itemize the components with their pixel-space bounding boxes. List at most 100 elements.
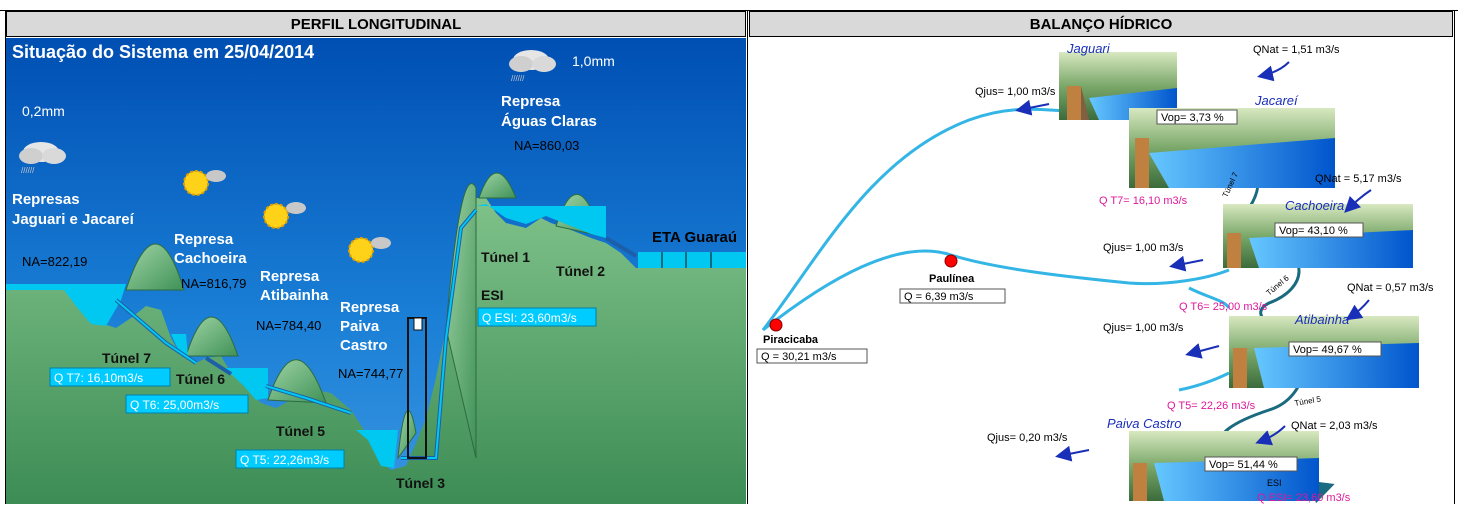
svg-text:Vop= 51,44 %: Vop= 51,44 % xyxy=(1209,459,1278,471)
vop-cachoeira: Vop= 43,10 % xyxy=(1274,222,1364,238)
tunnel-5-small: Túnel 5 xyxy=(1294,394,1322,408)
sun-icon-cachoeira xyxy=(183,170,226,196)
sun-icon-paiva xyxy=(348,237,391,263)
qt7-flow: Q T7= 16,10 m3/s xyxy=(1099,195,1188,207)
res-atibainha-l1: Represa xyxy=(260,268,320,285)
qnat-jaguari: QNat = 1,51 m3/s xyxy=(1253,44,1340,56)
water-balance-panel: Piracicaba Q = 30,21 m3/s Paulínea Q = 6… xyxy=(749,38,1453,504)
res-jaguari-na: NA=822,19 xyxy=(22,254,87,269)
qjus-cachoeira-arrow xyxy=(1169,255,1204,272)
res-paiva-l1: Represa xyxy=(340,299,400,316)
esi-small: ESI xyxy=(1267,478,1282,488)
paulinea-q-box xyxy=(899,288,1006,304)
vop-jacarei: Vop= 3,73 % xyxy=(1156,109,1238,125)
esi-label: ESI xyxy=(481,287,504,303)
svg-text://////: ////// xyxy=(21,166,35,175)
qjus-cachoeira: Qjus= 1,00 m3/s xyxy=(1103,242,1184,254)
flow-box-t7: Q T7: 16,10m3/s xyxy=(49,367,171,387)
flow-box-t6: Q T6: 25,00m3/s xyxy=(125,394,249,414)
ground-profile xyxy=(6,198,746,504)
cachoeira-label: Cachoeira xyxy=(1285,198,1344,213)
sun-icon-atibainha xyxy=(263,202,306,229)
node-piracicaba xyxy=(769,318,783,332)
water-eta xyxy=(638,252,746,268)
header-perfil-longitudinal: PERFIL LONGITUDINAL xyxy=(6,11,746,37)
tunnel-6-label: Túnel 6 xyxy=(176,371,225,387)
res-cachoeira-na: NA=816,79 xyxy=(181,276,246,291)
tunnel-1-label: Túnel 1 xyxy=(481,249,530,265)
water-cachoeira xyxy=(171,334,188,356)
rain-right: 1,0mm xyxy=(572,53,615,69)
svg-text:Vop= 3,73 %: Vop= 3,73 % xyxy=(1161,112,1224,124)
qnat-cachoeira-arrow xyxy=(1344,189,1372,213)
jacarei-label: Jacareí xyxy=(1254,93,1299,108)
qt5-flow: Q T5= 22,26 m3/s xyxy=(1167,400,1256,412)
qesi-flow: Q ESI= 23,60 m3/s xyxy=(1257,492,1351,504)
res-paiva-na: NA=744,77 xyxy=(338,366,403,381)
piracicaba-label: Piracicaba xyxy=(763,334,819,346)
cloud-icon-left: ////// xyxy=(19,142,66,175)
qnat-atibainha: QNat = 0,57 m3/s xyxy=(1347,282,1434,294)
res-atibainha-l2: Atibainha xyxy=(260,287,329,304)
res-jaguari-l2: Jaguari e Jacareí xyxy=(12,211,135,228)
qnat-paiva-arrow xyxy=(1255,425,1286,446)
flow-box-esi: Q ESI: 23,60m3/s xyxy=(477,307,597,327)
river-network xyxy=(761,106,1231,465)
qnat-paiva: QNat = 2,03 m3/s xyxy=(1291,420,1378,432)
paulinea-label: Paulínea xyxy=(929,273,975,285)
res-paiva-l2: Paiva xyxy=(340,318,380,335)
piracicaba-q-box xyxy=(756,348,868,364)
node-paulinea xyxy=(944,254,958,268)
tunnel-5-label: Túnel 5 xyxy=(276,423,325,439)
eta-guarau-label: ETA Guaraú xyxy=(652,229,737,246)
jaguari-label: Jaguari xyxy=(1066,41,1111,56)
res-aguas-claras-l1: Represa xyxy=(501,93,561,110)
rain-left: 0,2mm xyxy=(22,103,65,119)
water-jaguari xyxy=(6,284,126,326)
qjus-jaguari-arrow xyxy=(1015,99,1050,116)
flow-box-t5: Q T5: 22,26m3/s xyxy=(235,449,345,469)
svg-text:Vop= 43,10 %: Vop= 43,10 % xyxy=(1279,225,1348,237)
tunnel-2-label: Túnel 2 xyxy=(556,263,605,279)
eta-tanks xyxy=(661,252,712,268)
water-aguas-claras xyxy=(476,204,606,238)
cloud-icon-right: ////// xyxy=(509,50,556,83)
qjus-atibainha: Qjus= 1,00 m3/s xyxy=(1103,322,1184,334)
qnat-cachoeira: QNat = 5,17 m3/s xyxy=(1315,173,1402,185)
atibainha-label: Atibainha xyxy=(1294,312,1349,327)
res-aguas-claras-l2: Águas Claras xyxy=(501,113,597,130)
longitudinal-profile-panel: ////// ////// Situação do Sistema em 25/… xyxy=(6,38,746,504)
middle-border xyxy=(747,10,748,504)
svg-text:Q ESI: 23,60m3/s: Q ESI: 23,60m3/s xyxy=(482,311,577,325)
qt6-flow: Q T6= 25,00 m3/s xyxy=(1179,301,1268,313)
water-atibainha xyxy=(218,368,268,400)
res-atibainha-na: NA=784,40 xyxy=(256,318,321,333)
tunnel-7-label: Túnel 7 xyxy=(102,350,151,366)
header-balanco-hidrico: BALANÇO HÍDRICO xyxy=(749,11,1453,37)
top-strip xyxy=(0,0,1458,11)
qjus-atibainha-arrow xyxy=(1185,343,1220,359)
hill-cachoeira xyxy=(185,316,239,357)
thumb-cachoeira xyxy=(1223,204,1413,268)
water-paiva xyxy=(356,430,398,468)
vop-atibainha: Vop= 49,67 % xyxy=(1288,341,1382,357)
qjus-jaguari: Qjus= 1,00 m3/s xyxy=(975,86,1056,98)
tunnel-3-label: Túnel 3 xyxy=(396,475,445,491)
svg-text:Vop= 49,67 %: Vop= 49,67 % xyxy=(1293,344,1362,356)
vop-paiva: Vop= 51,44 % xyxy=(1204,456,1298,472)
svg-text:Q T6: 25,00m3/s: Q T6: 25,00m3/s xyxy=(130,398,219,412)
svg-text://////: ////// xyxy=(511,74,525,83)
hill-aguas-claras-1 xyxy=(478,172,517,199)
ridge-esi xyxy=(445,183,477,459)
right-border xyxy=(1454,10,1455,504)
paiva-castro-label: Paiva Castro xyxy=(1107,416,1181,431)
qnat-atibainha-arrow xyxy=(1345,299,1370,321)
hill-jaguari xyxy=(125,243,185,291)
res-aguas-claras-na: NA=860,03 xyxy=(514,138,579,153)
qjus-paiva-arrow xyxy=(1055,445,1090,462)
res-jaguari-l1: Represas xyxy=(12,191,80,208)
qjus-paiva: Qjus= 0,20 m3/s xyxy=(987,432,1068,444)
res-paiva-l3: Castro xyxy=(340,337,388,354)
profile-title: Situação do Sistema em 25/04/2014 xyxy=(12,42,314,62)
left-border xyxy=(5,10,6,504)
